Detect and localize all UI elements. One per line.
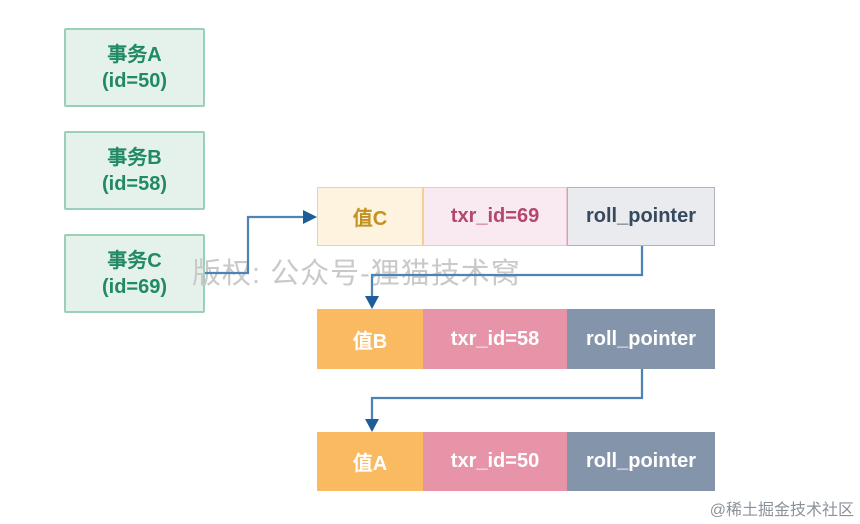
site-credit-watermark: @稀土掘金技术社区 xyxy=(709,502,854,519)
arrow-rollpointer-latest-to-middle xyxy=(365,246,644,309)
record-value-cell: 值C xyxy=(317,187,423,246)
version-record-oldest: 值A txr_id=50 roll_pointer xyxy=(317,432,715,491)
record-value-cell: 值A xyxy=(317,432,423,491)
transaction-box-a: 事务A (id=50) xyxy=(64,28,205,107)
record-txr-id-cell: txr_id=50 xyxy=(423,432,567,491)
version-record-middle: 值B txr_id=58 roll_pointer xyxy=(317,309,715,369)
record-roll-pointer-cell: roll_pointer xyxy=(567,187,715,246)
record-txr-id-cell: txr_id=69 xyxy=(423,187,567,246)
arrow-rollpointer-middle-to-oldest xyxy=(365,369,644,432)
record-txr-id-cell: txr_id=58 xyxy=(423,309,567,369)
version-record-latest: 值C txr_id=69 roll_pointer xyxy=(317,187,715,246)
transaction-name: 事务B xyxy=(107,146,162,169)
transaction-id: (id=69) xyxy=(101,275,168,298)
transaction-box-c: 事务C (id=69) xyxy=(64,234,205,313)
arrowhead-down-icon xyxy=(365,296,379,309)
record-roll-pointer-cell: roll_pointer xyxy=(567,309,715,369)
transaction-name: 事务A xyxy=(107,43,162,66)
watermark-text: 版权: 公众号-狸猫技术窝 xyxy=(192,258,521,290)
record-roll-pointer-cell: roll_pointer xyxy=(567,432,715,491)
transaction-box-b: 事务B (id=58) xyxy=(64,131,205,210)
transaction-id: (id=58) xyxy=(101,172,168,195)
arrowhead-down-icon xyxy=(365,419,379,432)
transaction-name: 事务C xyxy=(107,249,162,272)
arrowhead-right-icon xyxy=(303,210,317,224)
record-value-cell: 值B xyxy=(317,309,423,369)
transaction-id: (id=50) xyxy=(101,69,168,92)
arrow-transaction-to-latest xyxy=(205,210,317,275)
